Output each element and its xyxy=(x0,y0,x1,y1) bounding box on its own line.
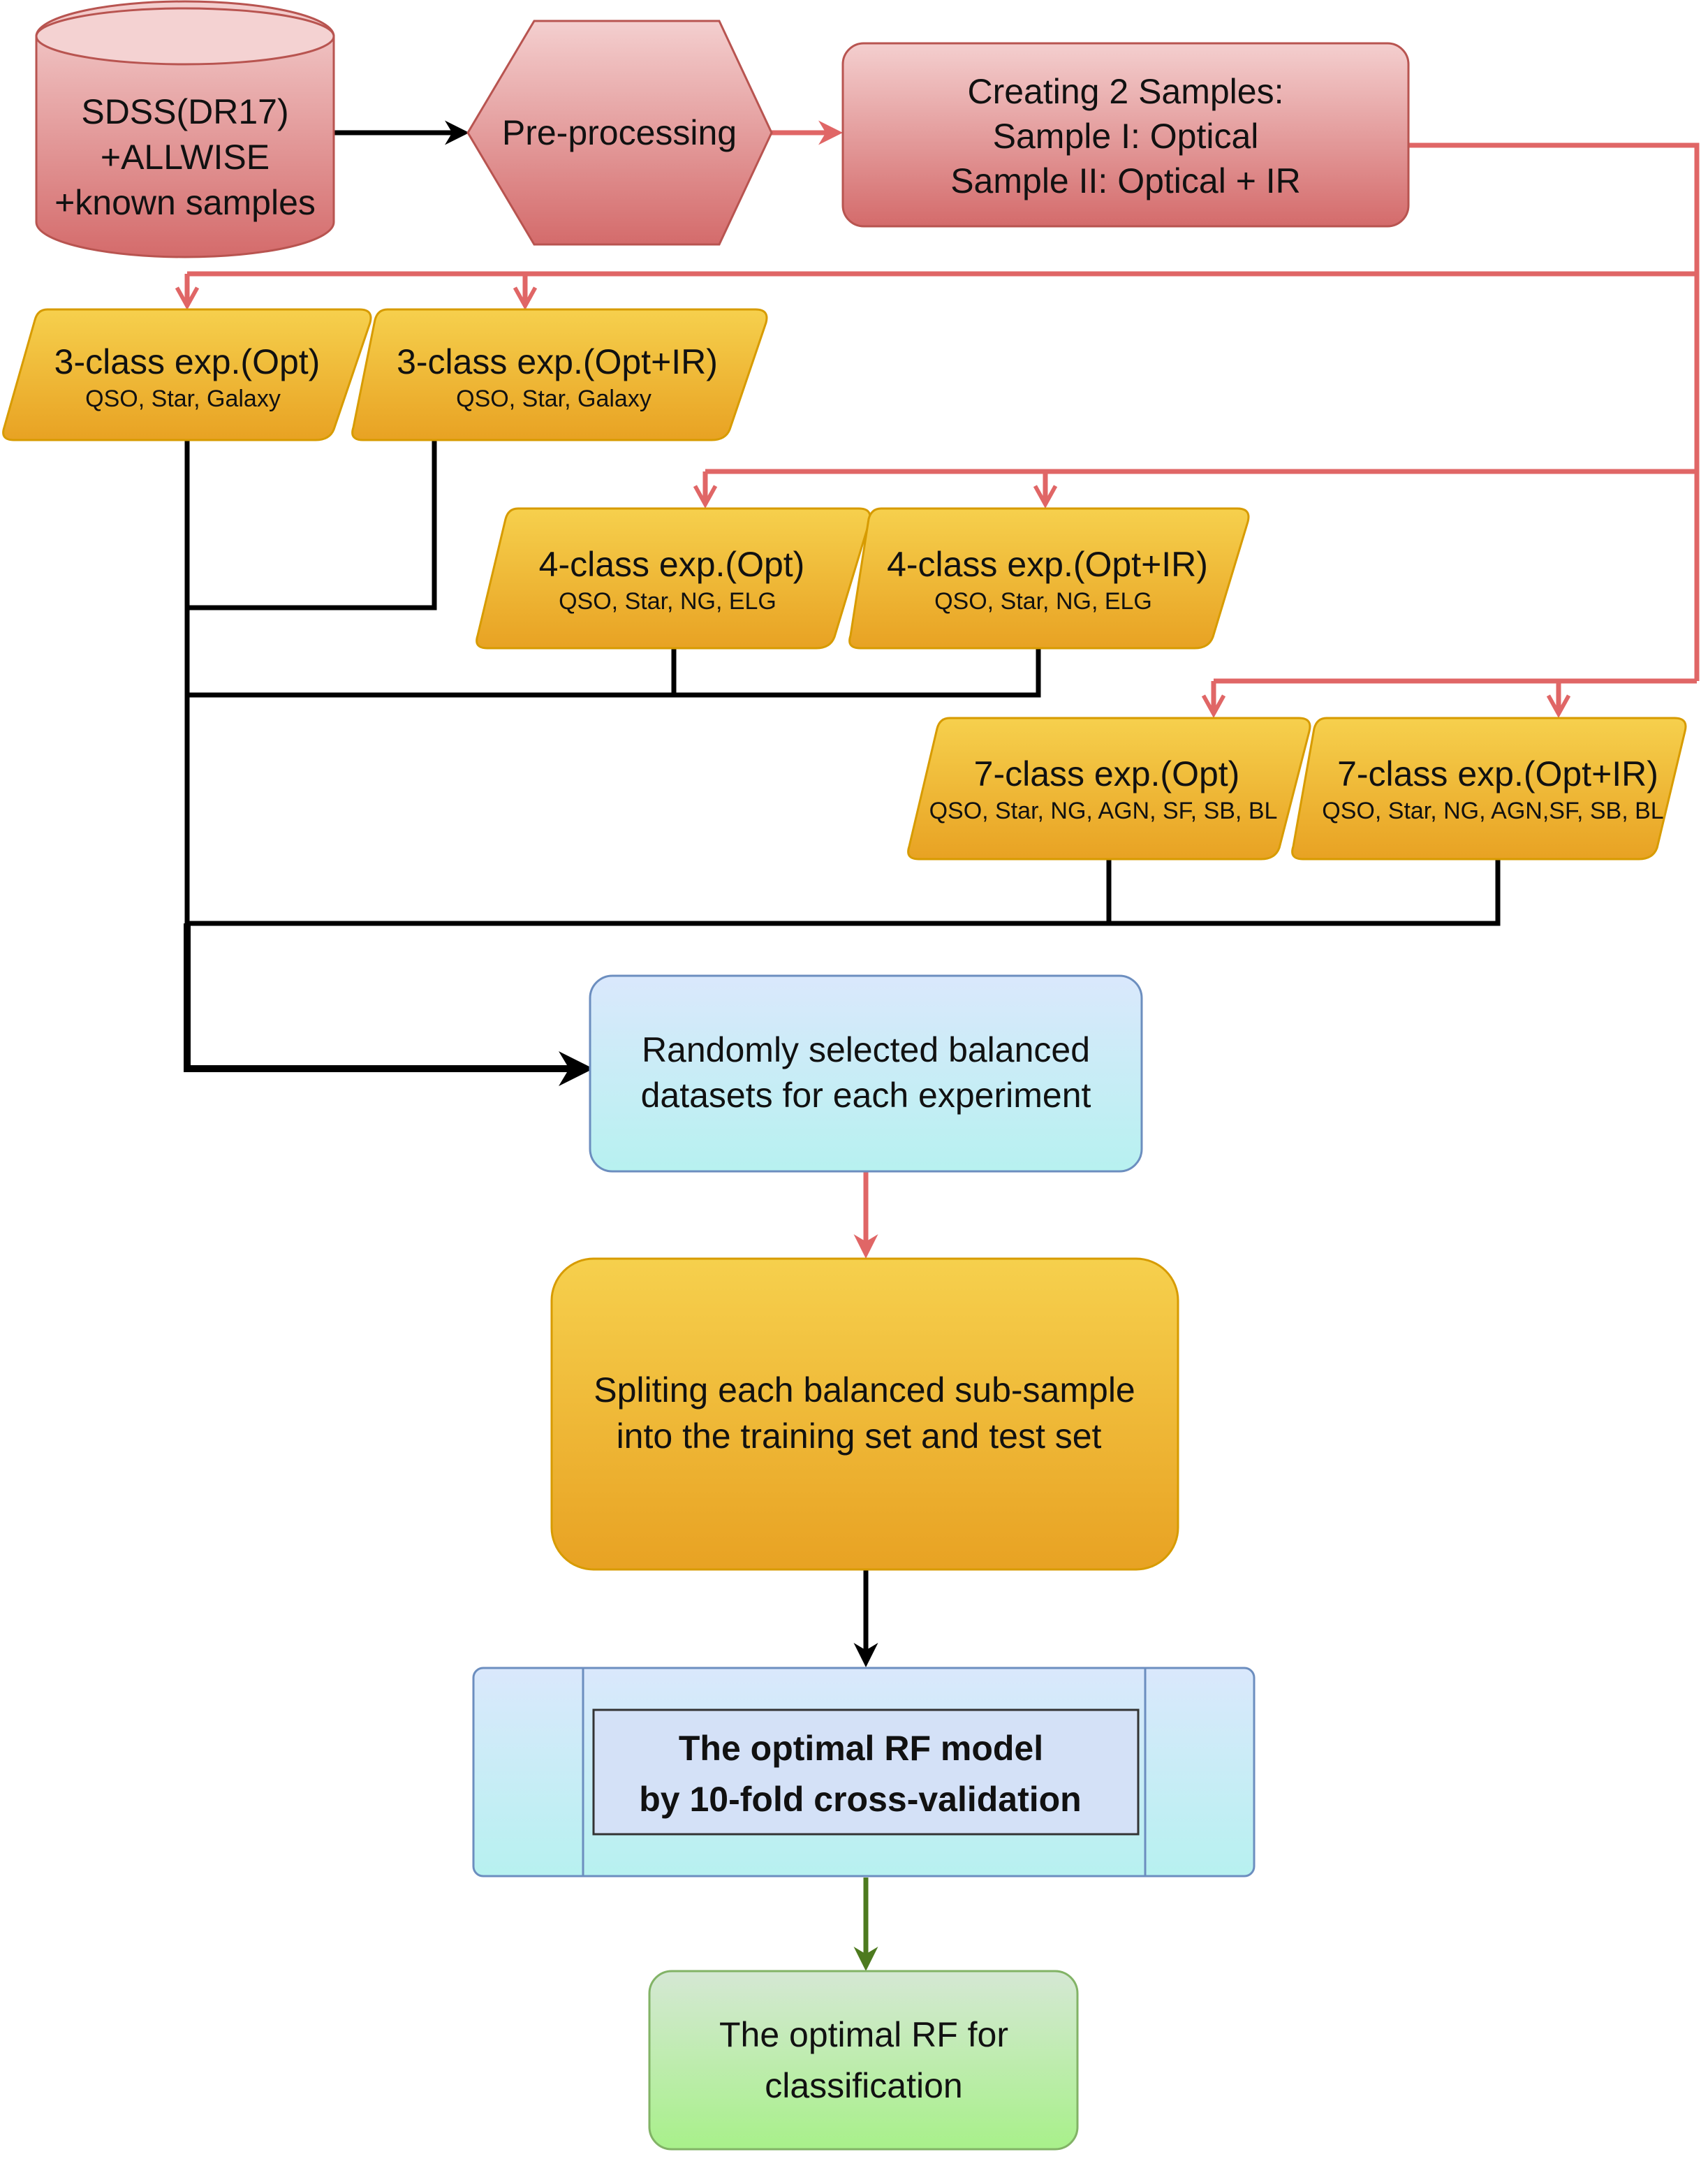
balanced-line-2: datasets for each experiment xyxy=(641,1076,1091,1115)
exp4-opt-title: 4-class exp.(Opt) xyxy=(539,545,805,584)
arrow-to-balanced xyxy=(184,923,594,1086)
balanced-node: Randomly selected balanced datasets for … xyxy=(589,974,1143,1173)
red-bus-main xyxy=(1404,142,1700,681)
optimal-model-node: The optimal RF model by 10-fold cross-va… xyxy=(472,1667,1256,1878)
exp4-optir-node: 4-class exp.(Opt+IR) QSO, Star, NG, ELG xyxy=(848,507,1250,650)
samples-node: Creating 2 Samples: Sample I: Optical Sa… xyxy=(841,42,1410,228)
connectors xyxy=(184,120,1700,1971)
exp4-optir-classes: QSO, Star, NG, ELG xyxy=(934,588,1152,615)
collector-3class xyxy=(184,440,437,1069)
samples-line-3: Sample II: Optical + IR xyxy=(950,161,1301,200)
exp4-opt-classes: QSO, Star, NG, ELG xyxy=(559,588,776,615)
result-line-1: The optimal RF for xyxy=(719,2015,1008,2054)
database-top xyxy=(35,7,335,66)
preprocess-node: Pre-processing xyxy=(466,20,773,246)
exp7-opt-classes: QSO, Star, NG, AGN, SF, SB, BL xyxy=(929,798,1278,824)
optimal-model-inner-box xyxy=(592,1708,1140,1836)
samples-line-1: Creating 2 Samples: xyxy=(967,72,1283,111)
exp3-optir-title: 3-class exp.(Opt+IR) xyxy=(397,342,718,381)
optimal-model-line-1: The optimal RF model xyxy=(679,1729,1043,1768)
split-line-1: Spliting each balanced sub-sample xyxy=(594,1370,1135,1410)
samples-line-2: Sample I: Optical xyxy=(993,117,1259,156)
exp7-optir-title: 7-class exp.(Opt+IR) xyxy=(1337,754,1658,793)
exp3-opt-node: 3-class exp.(Opt) QSO, Star, Galaxy xyxy=(2,308,372,441)
exp7-opt-node: 7-class exp.(Opt) QSO, Star, NG, AGN, SF… xyxy=(907,717,1311,861)
collector-4class xyxy=(187,648,1041,698)
database-icon xyxy=(35,0,335,258)
preprocess-label: Pre-processing xyxy=(502,113,737,152)
exp3-opt-classes: QSO, Star, Galaxy xyxy=(85,386,281,412)
source-line-2: +ALLWISE xyxy=(101,138,270,177)
exp3-optir-classes: QSO, Star, Galaxy xyxy=(456,386,651,412)
exp7-optir-node: 7-class exp.(Opt+IR) QSO, Star, NG, AGN,… xyxy=(1291,717,1687,861)
exp4-opt-node: 4-class exp.(Opt) QSO, Star, NG, ELG xyxy=(476,507,871,650)
collector-7class xyxy=(187,859,1501,926)
source-line-1: SDSS(DR17) xyxy=(81,92,288,131)
source-database-node: SDSS(DR17) +ALLWISE +known samples xyxy=(35,0,335,258)
exp7-optir-classes: QSO, Star, NG, AGN,SF, SB, BL xyxy=(1322,798,1663,824)
source-line-3: +known samples xyxy=(54,183,316,222)
result-node: The optimal RF for classification xyxy=(648,1970,1079,2151)
result-line-2: classification xyxy=(765,2066,962,2105)
optimal-model-line-2: by 10-fold cross-validation xyxy=(639,1780,1081,1819)
exp3-opt-title: 3-class exp.(Opt) xyxy=(54,342,321,381)
exp3-optir-node: 3-class exp.(Opt+IR) QSO, Star, Galaxy xyxy=(351,308,768,441)
split-node: Spliting each balanced sub-sample into t… xyxy=(550,1257,1179,1571)
balanced-line-1: Randomly selected balanced xyxy=(642,1030,1090,1069)
exp4-optir-title: 4-class exp.(Opt+IR) xyxy=(887,545,1208,584)
split-line-2: into the training set and test set xyxy=(617,1417,1102,1456)
exp7-opt-title: 7-class exp.(Opt) xyxy=(974,754,1240,793)
